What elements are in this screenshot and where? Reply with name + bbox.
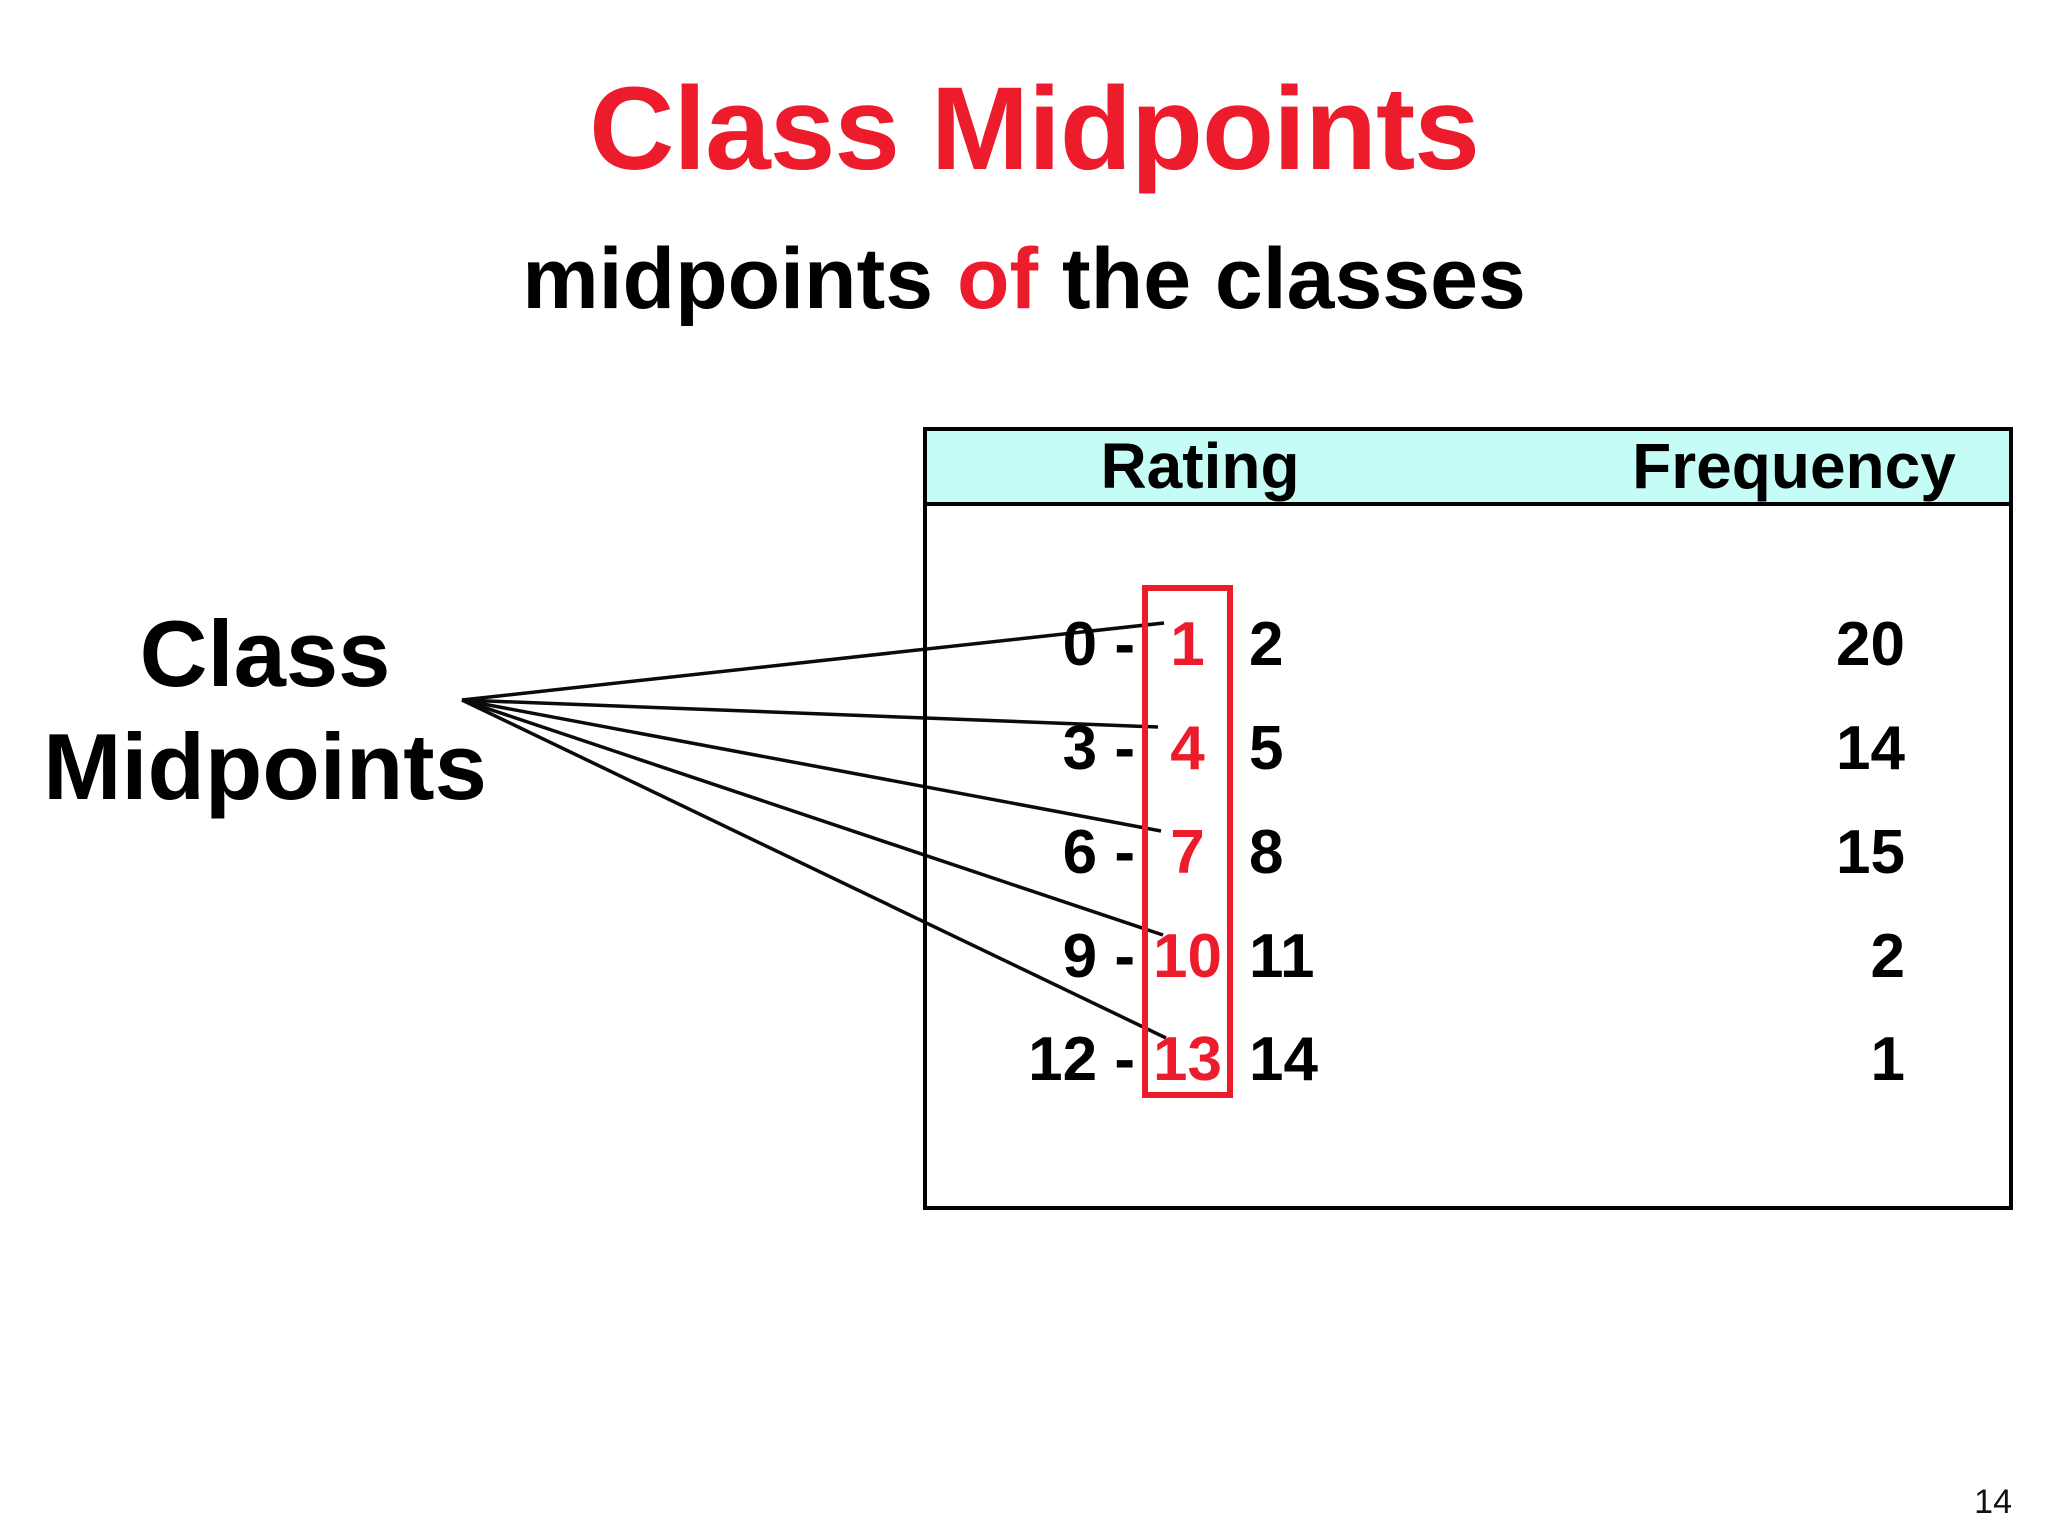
table-row: 6 - 7 8 15 <box>927 820 2009 886</box>
cell-class-upper: 2 <box>1249 610 1284 679</box>
slide-title: Class Midpoints <box>589 63 1480 195</box>
cell-class-upper: 14 <box>1249 1025 1318 1094</box>
cell-midpoint: 1 <box>1170 610 1205 679</box>
cell-class-lower: 6 - <box>1062 818 1135 887</box>
header-rating: Rating <box>1100 430 1300 502</box>
cell-class-upper: 5 <box>1249 714 1284 783</box>
cell-frequency: 20 <box>1836 610 1905 679</box>
table-header-row: Rating Frequency <box>927 431 2009 506</box>
cell-midpoint: 13 <box>1153 1025 1222 1094</box>
class-midpoints-label: Class Midpoints <box>25 598 505 824</box>
cell-frequency: 1 <box>1870 1025 1905 1094</box>
cell-frequency: 15 <box>1836 818 1905 887</box>
cell-midpoint: 7 <box>1170 818 1205 887</box>
frequency-table: Rating Frequency 0 - 1 2 20 3 - 4 5 14 6… <box>923 427 2013 1210</box>
subtitle-word-midpoints: midpoints <box>522 231 934 327</box>
subtitle-word-of: of <box>956 231 1039 327</box>
midpoint-highlight-box <box>1142 585 1233 1098</box>
cell-class-upper: 8 <box>1249 818 1284 887</box>
class-midpoints-label-line2: Midpoints <box>43 713 487 819</box>
class-midpoints-label-line1: Class <box>139 601 391 706</box>
cell-frequency: 14 <box>1836 714 1905 783</box>
page-number: 14 <box>1974 1483 2012 1521</box>
cell-frequency: 2 <box>1870 922 1905 991</box>
cell-class-lower: 9 - <box>1062 922 1135 991</box>
table-row: 3 - 4 5 14 <box>927 716 2009 782</box>
cell-class-upper: 11 <box>1249 922 1315 991</box>
subtitle-word-the-classes: the classes <box>1062 231 1526 327</box>
cell-class-lower: 0 - <box>1062 610 1135 679</box>
slide-subtitle: midpoints of the classes <box>0 226 2048 334</box>
cell-class-lower: 3 - <box>1062 714 1135 783</box>
cell-class-lower: 12 - <box>1028 1025 1135 1094</box>
table-row: 12 - 13 14 1 <box>927 1027 2009 1093</box>
cell-midpoint: 4 <box>1170 714 1205 783</box>
table-row: 9 - 10 11 2 <box>927 924 2009 990</box>
header-frequency: Frequency <box>1632 430 1956 502</box>
table-row: 0 - 1 2 20 <box>927 612 2009 678</box>
cell-midpoint: 10 <box>1153 922 1222 991</box>
